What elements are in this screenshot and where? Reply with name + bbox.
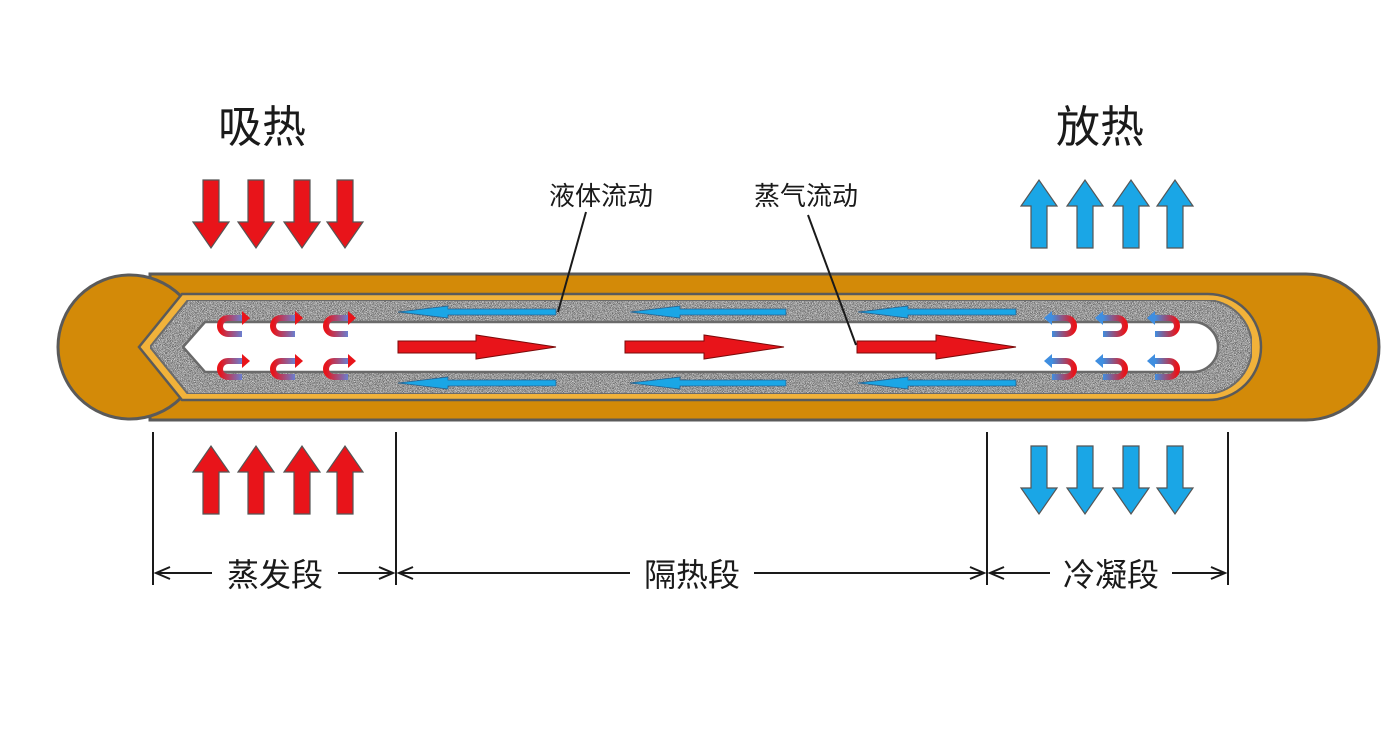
- u-turn-arrowhead: [348, 311, 356, 325]
- u-turn-arrowhead: [1147, 354, 1155, 368]
- evaporator-section-label: 蒸发段: [227, 556, 323, 594]
- u-turn-arrowhead: [295, 311, 303, 325]
- arrow-down-icon: [1111, 445, 1151, 516]
- u-turn-arrowhead: [1044, 311, 1052, 325]
- dimension-arrowhead: [969, 566, 987, 580]
- adiabatic-section-label: 隔热段: [644, 556, 740, 594]
- section-dimension-arrows: [153, 566, 1228, 580]
- arrow-left-icon: [397, 305, 557, 319]
- arrow-up-icon: [191, 444, 231, 515]
- u-turn-arrowhead: [1044, 354, 1052, 368]
- vapor-flow-label: 蒸气流动: [754, 182, 858, 212]
- arrow-left-icon: [857, 376, 1017, 390]
- dimension-arrowhead: [987, 566, 1005, 580]
- u-turn-arrowhead: [295, 354, 303, 368]
- u-turn-arrowhead: [1095, 354, 1103, 368]
- heat-input-arrows-bottom: [191, 444, 365, 515]
- heat-output-arrows-top: [1019, 178, 1195, 249]
- release-heat-label: 放热: [1056, 102, 1144, 153]
- condenser-section-label: 冷凝段: [1063, 556, 1159, 594]
- u-turn-icon: [323, 315, 348, 337]
- absorb-heat-label: 吸热: [218, 102, 306, 153]
- vapor-flow-leader: [807, 214, 857, 346]
- arrow-right-icon: [856, 334, 1017, 360]
- u-turn-icon: [217, 315, 242, 337]
- heat-input-arrows-top: [191, 179, 365, 250]
- arrow-down-icon: [1019, 445, 1059, 516]
- arrow-right-icon: [397, 334, 557, 360]
- liquid-flow-label: 液体流动: [549, 182, 653, 212]
- arrow-up-icon: [236, 444, 276, 515]
- u-turn-icon: [217, 358, 242, 380]
- arrow-up-icon: [1019, 178, 1059, 249]
- arrow-up-icon: [325, 444, 365, 515]
- u-turn-arrowhead: [242, 354, 250, 368]
- u-turn-icon: [1103, 315, 1128, 337]
- arrow-left-icon: [629, 305, 787, 319]
- arrow-down-icon: [191, 179, 231, 250]
- arrow-down-icon: [236, 179, 276, 250]
- u-turn-arrowhead: [1095, 311, 1103, 325]
- u-turn-arrowhead: [1147, 311, 1155, 325]
- u-turn-icon: [270, 358, 295, 380]
- arrow-up-icon: [1111, 178, 1151, 249]
- u-turn-icon: [1103, 358, 1128, 380]
- u-turn-arrowhead: [348, 354, 356, 368]
- liquid-flow-arrows: [397, 305, 1017, 390]
- u-turn-arrowhead: [242, 311, 250, 325]
- arrow-down-icon: [1065, 445, 1105, 516]
- arrow-left-icon: [397, 376, 557, 390]
- phase-turn-arrows: [217, 311, 1180, 380]
- arrow-up-icon: [1065, 178, 1105, 249]
- dimension-arrowhead: [1210, 566, 1228, 580]
- heat-output-arrows-bottom: [1019, 445, 1195, 516]
- liquid-flow-leader: [557, 211, 587, 313]
- arrow-left-icon: [629, 376, 787, 390]
- dimension-arrowhead: [396, 566, 414, 580]
- arrow-down-icon: [282, 179, 322, 250]
- section-dimensions: [152, 432, 1229, 585]
- arrow-up-icon: [1155, 178, 1195, 249]
- dimension-arrowhead: [378, 566, 396, 580]
- u-turn-icon: [1155, 358, 1180, 380]
- arrow-left-icon: [857, 305, 1017, 319]
- vapor-flow-arrows: [397, 334, 1017, 360]
- u-turn-icon: [270, 315, 295, 337]
- arrow-right-icon: [624, 334, 785, 360]
- dimension-arrowhead: [153, 566, 171, 580]
- u-turn-icon: [1052, 315, 1077, 337]
- arrow-down-icon: [1155, 445, 1195, 516]
- u-turn-icon: [323, 358, 348, 380]
- u-turn-icon: [1155, 315, 1180, 337]
- u-turn-icon: [1052, 358, 1077, 380]
- arrow-down-icon: [325, 179, 365, 250]
- arrow-up-icon: [282, 444, 322, 515]
